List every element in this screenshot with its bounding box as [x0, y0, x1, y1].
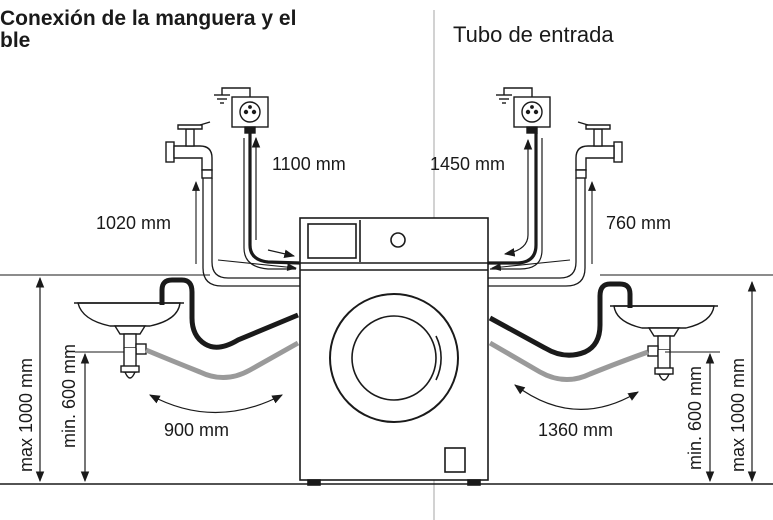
- section-title: Conexión de la manguera y el ble: [0, 8, 296, 52]
- label-inlet-right: 760 mm: [606, 213, 671, 233]
- label-max-height-left: max 1000 mm: [16, 358, 36, 472]
- faucet-left: [165, 121, 213, 179]
- label-power-left: 1100 mm: [272, 154, 346, 174]
- inlet-hose-right: [488, 178, 586, 287]
- drain-hose-right: [488, 281, 633, 358]
- power-cord-left: [248, 133, 301, 265]
- label-min-height-right: min. 600 mm: [685, 366, 705, 470]
- label-power-right: 1450 mm: [430, 154, 505, 174]
- power-socket-right: [496, 87, 551, 134]
- label-drain-right: 1360 mm: [538, 420, 613, 440]
- label-min-height-left: min. 600 mm: [59, 344, 79, 448]
- inlet-hose-left: [202, 178, 300, 287]
- section-title-line2: ble: [0, 29, 31, 52]
- drain-hose-left: [159, 277, 299, 350]
- faucet-right: [575, 121, 623, 179]
- label-drain-left: 900 mm: [164, 420, 229, 440]
- label-inlet-left: 1020 mm: [96, 213, 171, 233]
- sink-right: [610, 305, 718, 381]
- drain-hose-right-alt: [488, 340, 649, 382]
- section-title-line1: Conexión de la manguera y el: [0, 7, 297, 30]
- power-cord-right: [488, 133, 538, 265]
- label-max-height-right: max 1000 mm: [728, 358, 748, 472]
- washing-machine: [299, 217, 489, 486]
- power-socket-left: [214, 87, 269, 134]
- column-title: Tubo de entrada: [453, 22, 614, 47]
- sink-left: [74, 302, 184, 379]
- drain-hose-left-alt: [145, 340, 300, 380]
